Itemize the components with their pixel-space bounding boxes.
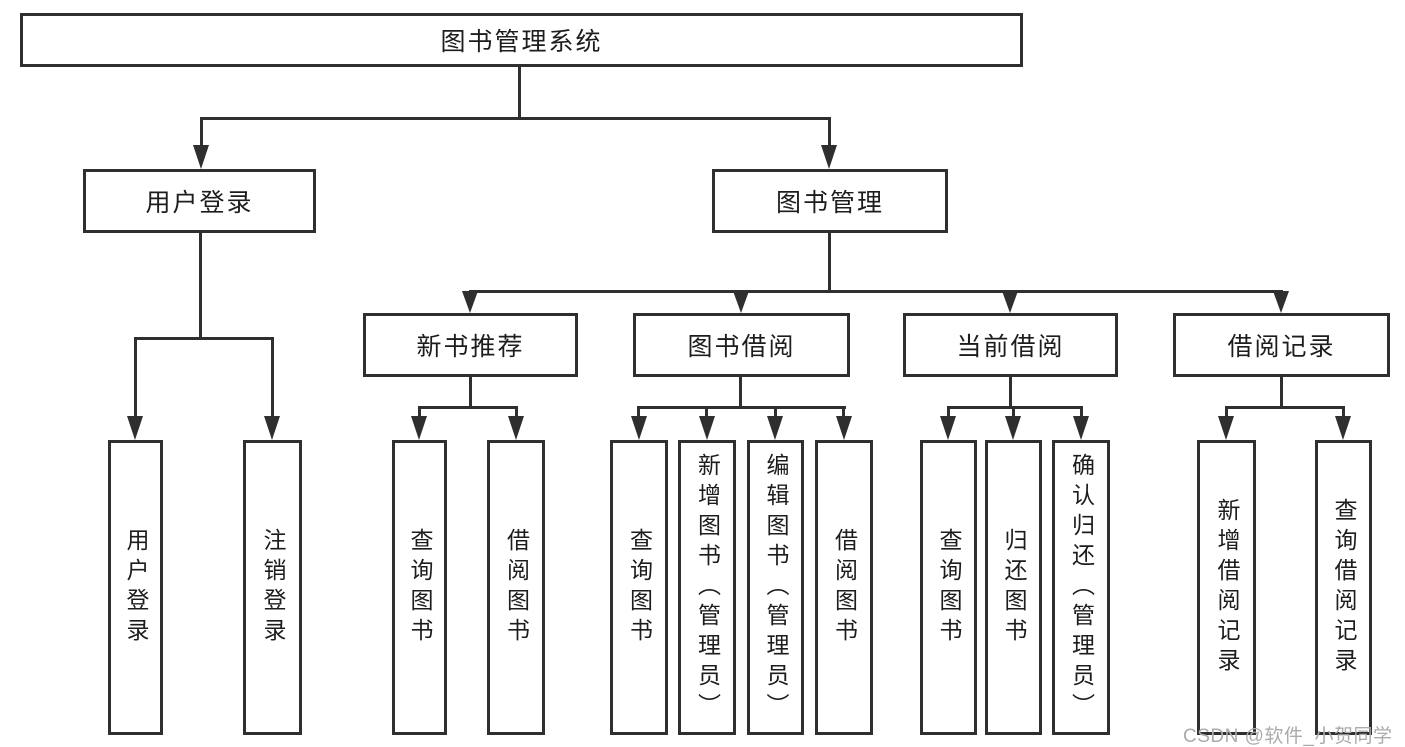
- leaf-confirm-return-admin: 确认归还（管理员）: [1052, 440, 1110, 735]
- connector-line: [1080, 406, 1083, 418]
- node-new-book-recommend-label: 新书推荐: [416, 333, 525, 361]
- connector-line: [1225, 406, 1345, 409]
- arrow-down-icon: [836, 416, 852, 440]
- connector-line: [774, 406, 777, 418]
- connector-line: [637, 406, 846, 409]
- leaf-query-books-current: 查询图书: [920, 440, 977, 735]
- node-book-borrow: 图书借阅: [633, 313, 850, 377]
- arrow-down-icon: [1218, 416, 1234, 440]
- connector-line: [469, 290, 1283, 293]
- node-root-label: 图书管理系统: [440, 28, 603, 56]
- node-book-management-label: 图书管理: [775, 189, 884, 217]
- leaf-query-borrow-record-label: 查询借阅记录: [1331, 497, 1357, 678]
- connector-line: [1009, 377, 1012, 408]
- leaf-add-books-admin: 新增图书（管理员）: [678, 440, 736, 735]
- arrow-down-icon: [462, 291, 478, 313]
- arrow-down-icon: [1335, 416, 1351, 440]
- node-book-management: 图书管理: [712, 169, 948, 233]
- arrow-down-icon: [127, 416, 143, 440]
- node-current-borrow: 当前借阅: [903, 313, 1118, 377]
- connector-line: [199, 232, 202, 338]
- leaf-edit-books-admin: 编辑图书（管理员）: [747, 440, 804, 735]
- connector-line: [1342, 406, 1345, 418]
- node-current-borrow-label: 当前借阅: [956, 333, 1065, 361]
- connector-line: [842, 406, 845, 418]
- leaf-return-books: 归还图书: [985, 440, 1042, 735]
- connector-line: [947, 406, 950, 418]
- connector-line: [271, 337, 274, 417]
- arrow-down-icon: [699, 416, 715, 440]
- connector-line: [515, 406, 518, 418]
- arrow-down-icon: [821, 145, 837, 169]
- connector-line: [418, 406, 421, 418]
- node-new-book-recommend: 新书推荐: [363, 313, 578, 377]
- connector-line: [1225, 406, 1228, 418]
- connector-line: [200, 117, 830, 120]
- leaf-borrow-books-recommend: 借阅图书: [487, 440, 545, 735]
- arrow-down-icon: [1273, 291, 1289, 313]
- leaf-logout: 注销登录: [243, 440, 302, 735]
- leaf-query-books-borrow: 查询图书: [610, 440, 668, 735]
- connector-line: [1280, 377, 1283, 408]
- connector-line: [134, 337, 137, 417]
- arrow-down-icon: [1002, 291, 1018, 313]
- arrow-down-icon: [940, 416, 956, 440]
- arrow-down-icon: [411, 416, 427, 440]
- leaf-query-books-borrow-label: 查询图书: [626, 527, 653, 648]
- connector-line: [828, 117, 831, 147]
- connector-line: [828, 232, 831, 292]
- connector-line: [947, 406, 1083, 409]
- connector-line: [200, 117, 203, 147]
- leaf-add-borrow-record-label: 新增借阅记录: [1214, 497, 1240, 678]
- leaf-user-login: 用户登录: [108, 440, 163, 735]
- connector-line: [469, 377, 472, 408]
- arrow-down-icon: [264, 416, 280, 440]
- leaf-add-borrow-record: 新增借阅记录: [1197, 440, 1256, 735]
- arrow-down-icon: [1073, 416, 1089, 440]
- leaf-edit-books-admin-label: 编辑图书（管理员）: [763, 452, 789, 723]
- leaf-query-books-recommend-label: 查询图书: [407, 527, 433, 648]
- leaf-confirm-return-admin-label: 确认归还（管理员）: [1068, 452, 1095, 723]
- node-borrow-records-label: 借阅记录: [1227, 333, 1336, 361]
- node-user-login-label: 用户登录: [145, 189, 254, 217]
- arrow-down-icon: [767, 416, 783, 440]
- leaf-borrow-books-label: 借阅图书: [831, 527, 858, 648]
- leaf-user-login-label: 用户登录: [123, 527, 149, 648]
- connector-line: [739, 377, 742, 408]
- arrow-down-icon: [1005, 416, 1021, 440]
- leaf-query-books-current-label: 查询图书: [936, 527, 962, 648]
- leaf-logout-label: 注销登录: [260, 527, 286, 648]
- leaf-query-books-recommend: 查询图书: [392, 440, 447, 735]
- arrow-down-icon: [193, 145, 209, 169]
- node-borrow-records: 借阅记录: [1173, 313, 1390, 377]
- connector-line: [134, 337, 274, 340]
- leaf-borrow-books-recommend-label: 借阅图书: [503, 527, 530, 648]
- arrow-down-icon: [733, 291, 749, 313]
- leaf-add-books-admin-label: 新增图书（管理员）: [694, 452, 721, 723]
- connector-line: [518, 66, 521, 117]
- arrow-down-icon: [631, 416, 647, 440]
- connector-line: [637, 406, 640, 418]
- node-book-borrow-label: 图书借阅: [687, 333, 796, 361]
- node-user-login: 用户登录: [83, 169, 316, 233]
- leaf-return-books-label: 归还图书: [1001, 527, 1027, 648]
- leaf-query-borrow-record: 查询借阅记录: [1315, 440, 1372, 735]
- csdn-watermark: CSDN @软件_小贺同学: [1183, 726, 1393, 747]
- arrow-down-icon: [508, 416, 524, 440]
- leaf-borrow-books: 借阅图书: [815, 440, 873, 735]
- connector-line: [1012, 406, 1015, 418]
- connector-line: [705, 406, 708, 418]
- connector-line: [418, 406, 518, 409]
- node-root: 图书管理系统: [20, 13, 1023, 67]
